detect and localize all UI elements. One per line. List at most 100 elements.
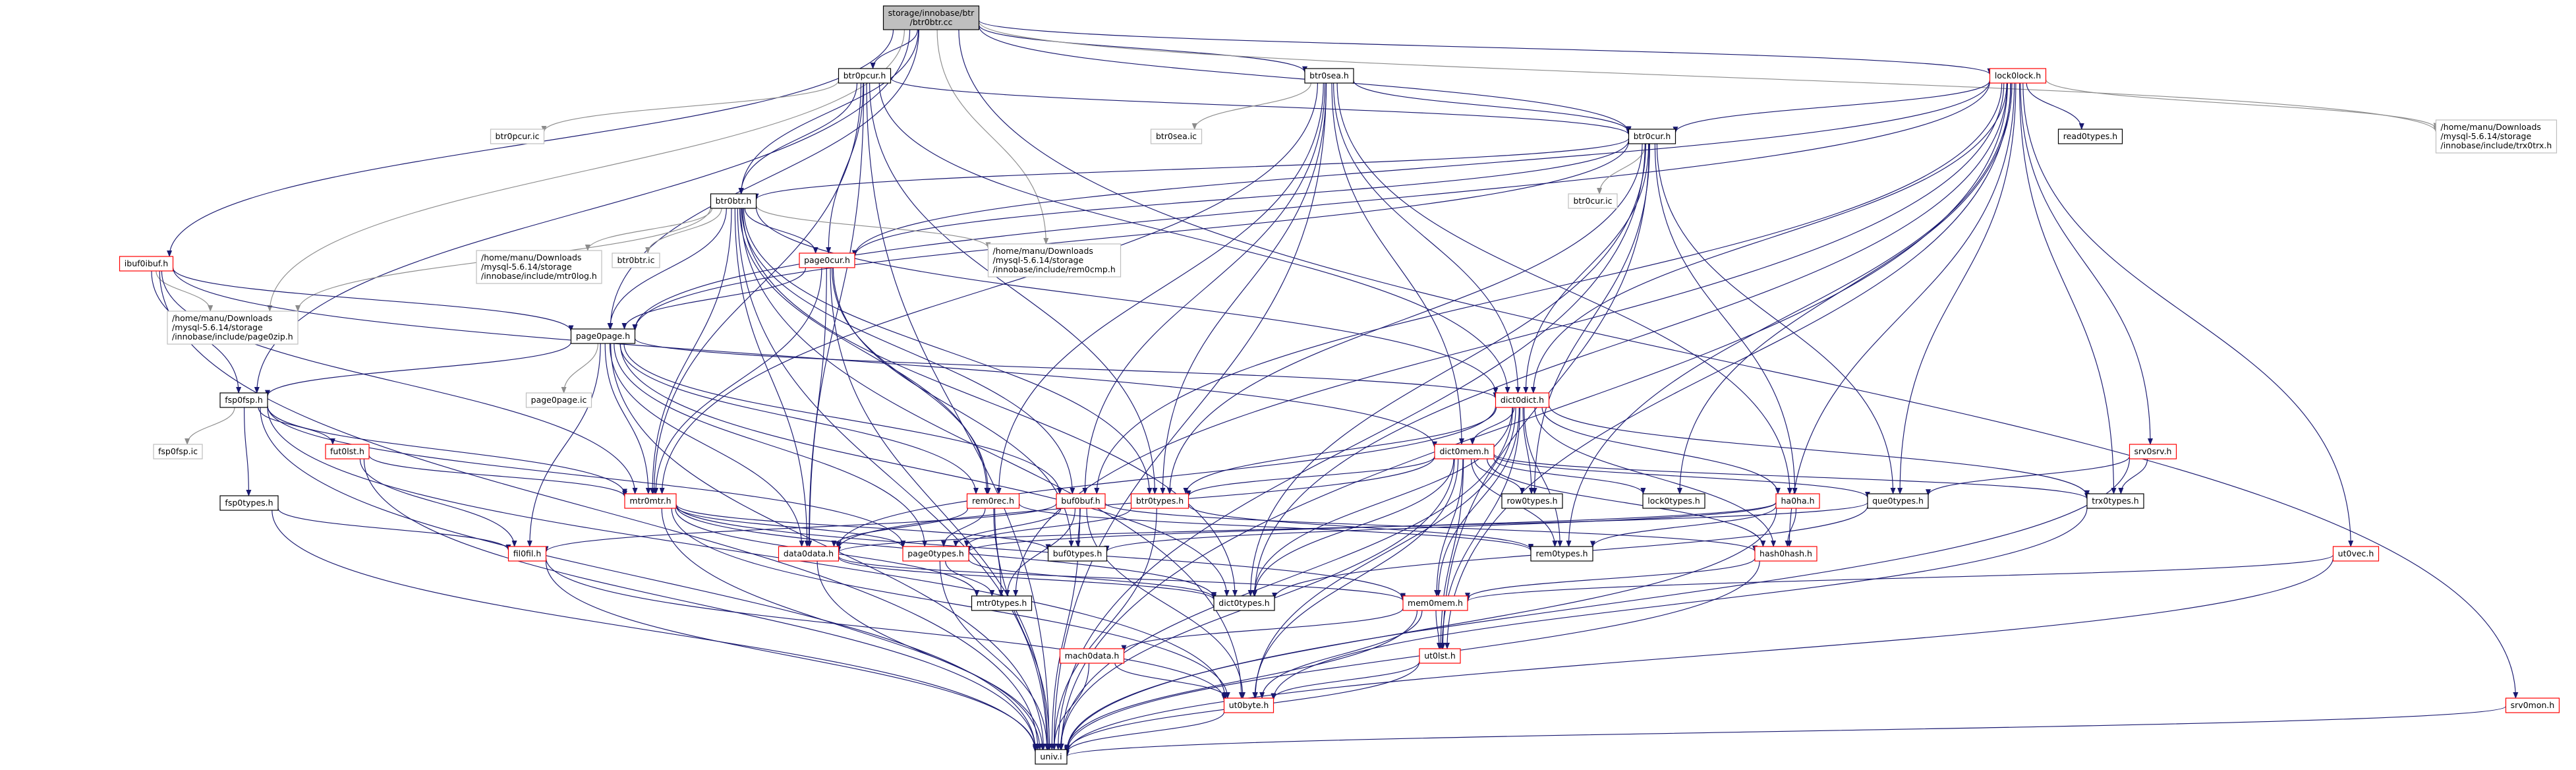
edge-page0page-h-to-dict0types-h: [619, 343, 1230, 597]
node-srv0mon-h[interactable]: srv0mon.h: [2505, 697, 2560, 713]
edge-lock0lock-h-to-univ-i: [1058, 82, 2008, 750]
node-root[interactable]: storage/innobase/btr/btr0btr.cc: [882, 5, 980, 30]
edge-page0cur-h-to-univ-i: [830, 267, 1050, 750]
node-srv0srv-h[interactable]: srv0srv.h: [2129, 444, 2177, 459]
edge-btr0cur-h-to-dict0dict-h: [1523, 143, 1649, 394]
node-box: [1059, 648, 1125, 664]
node-label: btr0pcur.h: [844, 71, 886, 80]
node-dict0dict-h[interactable]: dict0dict.h: [1495, 392, 1550, 408]
node-data0data-h[interactable]: data0data.h: [778, 546, 840, 562]
node-btr0btr-h[interactable]: btr0btr.h: [710, 193, 757, 209]
node-page0cur-h[interactable]: page0cur.h: [799, 252, 855, 268]
node-label: btr0cur.ic: [1573, 196, 1612, 206]
edge-lock0lock-h-to-btr0cur-h: [1673, 80, 1991, 134]
edge-dict0mem-h-to-que0types-h: [1493, 454, 1870, 498]
node-ibuf0ibuf-h[interactable]: ibuf0ibuf.h: [119, 256, 174, 272]
node-mtr0log-ext[interactable]: /home/manu/Downloads/mysql-5.6.14/storag…: [476, 250, 602, 284]
node-label: ibuf0ibuf.h: [125, 258, 168, 268]
node-rem0types-h[interactable]: rem0types.h: [1530, 546, 1593, 562]
node-page0zip-ext[interactable]: /home/manu/Downloads/mysql-5.6.14/storag…: [167, 311, 299, 345]
node-fsp0fsp-h[interactable]: fsp0fsp.h: [219, 392, 268, 408]
node-buf0types-h[interactable]: buf0types.h: [1047, 546, 1108, 562]
node-univ-i[interactable]: univ.i: [1035, 749, 1068, 765]
node-label-line: /btr0btr.cc: [910, 17, 953, 27]
node-mtr0mtr-h[interactable]: mtr0mtr.h: [624, 493, 677, 509]
node-label-line: page0page.h: [576, 331, 630, 341]
node-btr0cur-h[interactable]: btr0cur.h: [1628, 129, 1676, 144]
node-label: dict0types.h: [1218, 598, 1269, 608]
node-label: univ.i: [1040, 752, 1062, 761]
edge-mach0data-h-to-univ-i: [1051, 663, 1090, 750]
node-label: rem0rec.h: [972, 496, 1014, 506]
edge-srv0srv-h-to-trx0types-h: [2118, 458, 2148, 494]
node-mtr0types-h[interactable]: mtr0types.h: [971, 595, 1033, 611]
node-label: data0data.h: [784, 548, 834, 558]
node-hash0hash-h[interactable]: hash0hash.h: [1754, 546, 1818, 562]
node-page0page-h[interactable]: page0page.h: [570, 328, 636, 344]
node-box: [1056, 493, 1106, 509]
node-label-line: que0types.h: [1872, 496, 1924, 506]
node-fsp0types-h[interactable]: fsp0types.h: [219, 495, 279, 511]
edge-lock0lock-h-to-ut0lst-h: [1445, 82, 2011, 649]
node-box: [525, 392, 592, 408]
edge-page0cur-h-to-buf0types-h: [832, 267, 1074, 547]
node-ha0ha-h[interactable]: ha0ha.h: [1775, 493, 1820, 509]
node-label-line: /home/manu/Downloads: [2441, 122, 2541, 132]
node-label: page0cur.h: [804, 255, 850, 265]
node-fil0fil-h[interactable]: fil0fil.h: [507, 546, 547, 562]
node-mem0mem-h[interactable]: mem0mem.h: [1402, 595, 1468, 611]
node-read0types-h[interactable]: read0types.h: [2057, 129, 2123, 144]
node-box: [153, 444, 203, 459]
edge-btr0sea-h-to-univ-i: [1051, 82, 1327, 750]
edge-dict0dict-h-to-data0data-h: [836, 405, 1497, 548]
edge-lock0lock-h-to-trx0types-h: [2018, 82, 2117, 494]
node-label: /home/manu/Downloads/mysql-5.6.14/storag…: [2441, 122, 2552, 150]
node-btr0sea-ic[interactable]: btr0sea.ic: [1150, 129, 1203, 144]
node-page0page-ic[interactable]: page0page.ic: [525, 392, 592, 408]
node-buf0buf-h[interactable]: buf0buf.h: [1056, 493, 1106, 509]
node-rem0cmp-ext[interactable]: /home/manu/Downloads/mysql-5.6.14/storag…: [987, 243, 1122, 278]
node-rem0rec-h[interactable]: rem0rec.h: [966, 493, 1020, 509]
edge-fsp0fsp-h-to-fsp0types-h: [244, 407, 252, 496]
node-label: mtr0mtr.h: [629, 496, 671, 506]
node-label-line: ut0vec.h: [2338, 548, 2374, 558]
node-que0types-h[interactable]: que0types.h: [1867, 493, 1929, 509]
edge-btr0sea-h-to-dict0dict-h: [1333, 82, 1521, 394]
node-label: btr0sea.ic: [1156, 131, 1197, 141]
node-mach0data-h[interactable]: mach0data.h: [1059, 648, 1125, 664]
node-page0types-h[interactable]: page0types.h: [902, 546, 969, 562]
node-lock0lock-h[interactable]: lock0lock.h: [1989, 68, 2047, 84]
node-ut0byte-h[interactable]: ut0byte.h: [1223, 697, 1274, 713]
node-lock0types-h[interactable]: lock0types.h: [1642, 493, 1705, 509]
node-label: rem0types.h: [1535, 548, 1588, 558]
node-fsp0fsp-ic[interactable]: fsp0fsp.ic: [153, 444, 203, 459]
node-ut0vec-h[interactable]: ut0vec.h: [2332, 546, 2380, 562]
node-dict0types-h[interactable]: dict0types.h: [1213, 595, 1275, 611]
node-trx0trx-ext[interactable]: /home/manu/Downloads/mysql-5.6.14/storag…: [2435, 119, 2558, 154]
edge-mtr0mtr-h-to-page0types-h: [675, 506, 905, 548]
node-label-line: dict0dict.h: [1501, 395, 1544, 405]
edge-buf0buf-h-to-ut0byte-h: [1086, 508, 1245, 699]
node-btr0types-h[interactable]: btr0types.h: [1130, 493, 1189, 509]
node-btr0cur-ic[interactable]: btr0cur.ic: [1568, 193, 1618, 209]
edge-ut0vec-h-to-mem0mem-h: [1465, 554, 2334, 603]
node-btr0pcur-ic[interactable]: btr0pcur.ic: [490, 129, 545, 144]
edge-ha0ha-h-to-univ-i: [1064, 508, 1777, 752]
node-label-line: /innobase/include/page0zip.h: [172, 332, 293, 341]
node-label-line: /mysql-5.6.14/storage: [172, 322, 263, 332]
edge-ibuf0ibuf-h-to-mtr0mtr-h: [161, 270, 638, 494]
node-box: [1642, 493, 1705, 509]
edge-btr0sea-h-to-buf0buf-h: [1082, 82, 1326, 494]
node-fut0lst-h[interactable]: fut0lst.h: [325, 444, 370, 459]
edge-mtr0mtr-h-to-ut0byte-h: [671, 508, 1230, 699]
node-ut0lst-h[interactable]: ut0lst.h: [1419, 648, 1461, 664]
node-btr0sea-h[interactable]: btr0sea.h: [1304, 68, 1354, 84]
edge-root-to-lock0lock-h: [978, 20, 1993, 75]
node-label-line: rem0types.h: [1535, 548, 1588, 558]
node-trx0types-h[interactable]: trx0types.h: [2086, 493, 2144, 509]
node-btr0pcur-h[interactable]: btr0pcur.h: [838, 68, 892, 84]
node-btr0btr-ic[interactable]: btr0btr.ic: [612, 252, 660, 268]
node-row0types-h[interactable]: row0types.h: [1501, 493, 1563, 509]
edge-btr0btr-h-to-dict0dict-h: [755, 206, 1499, 394]
node-dict0mem-h[interactable]: dict0mem.h: [1434, 444, 1495, 459]
